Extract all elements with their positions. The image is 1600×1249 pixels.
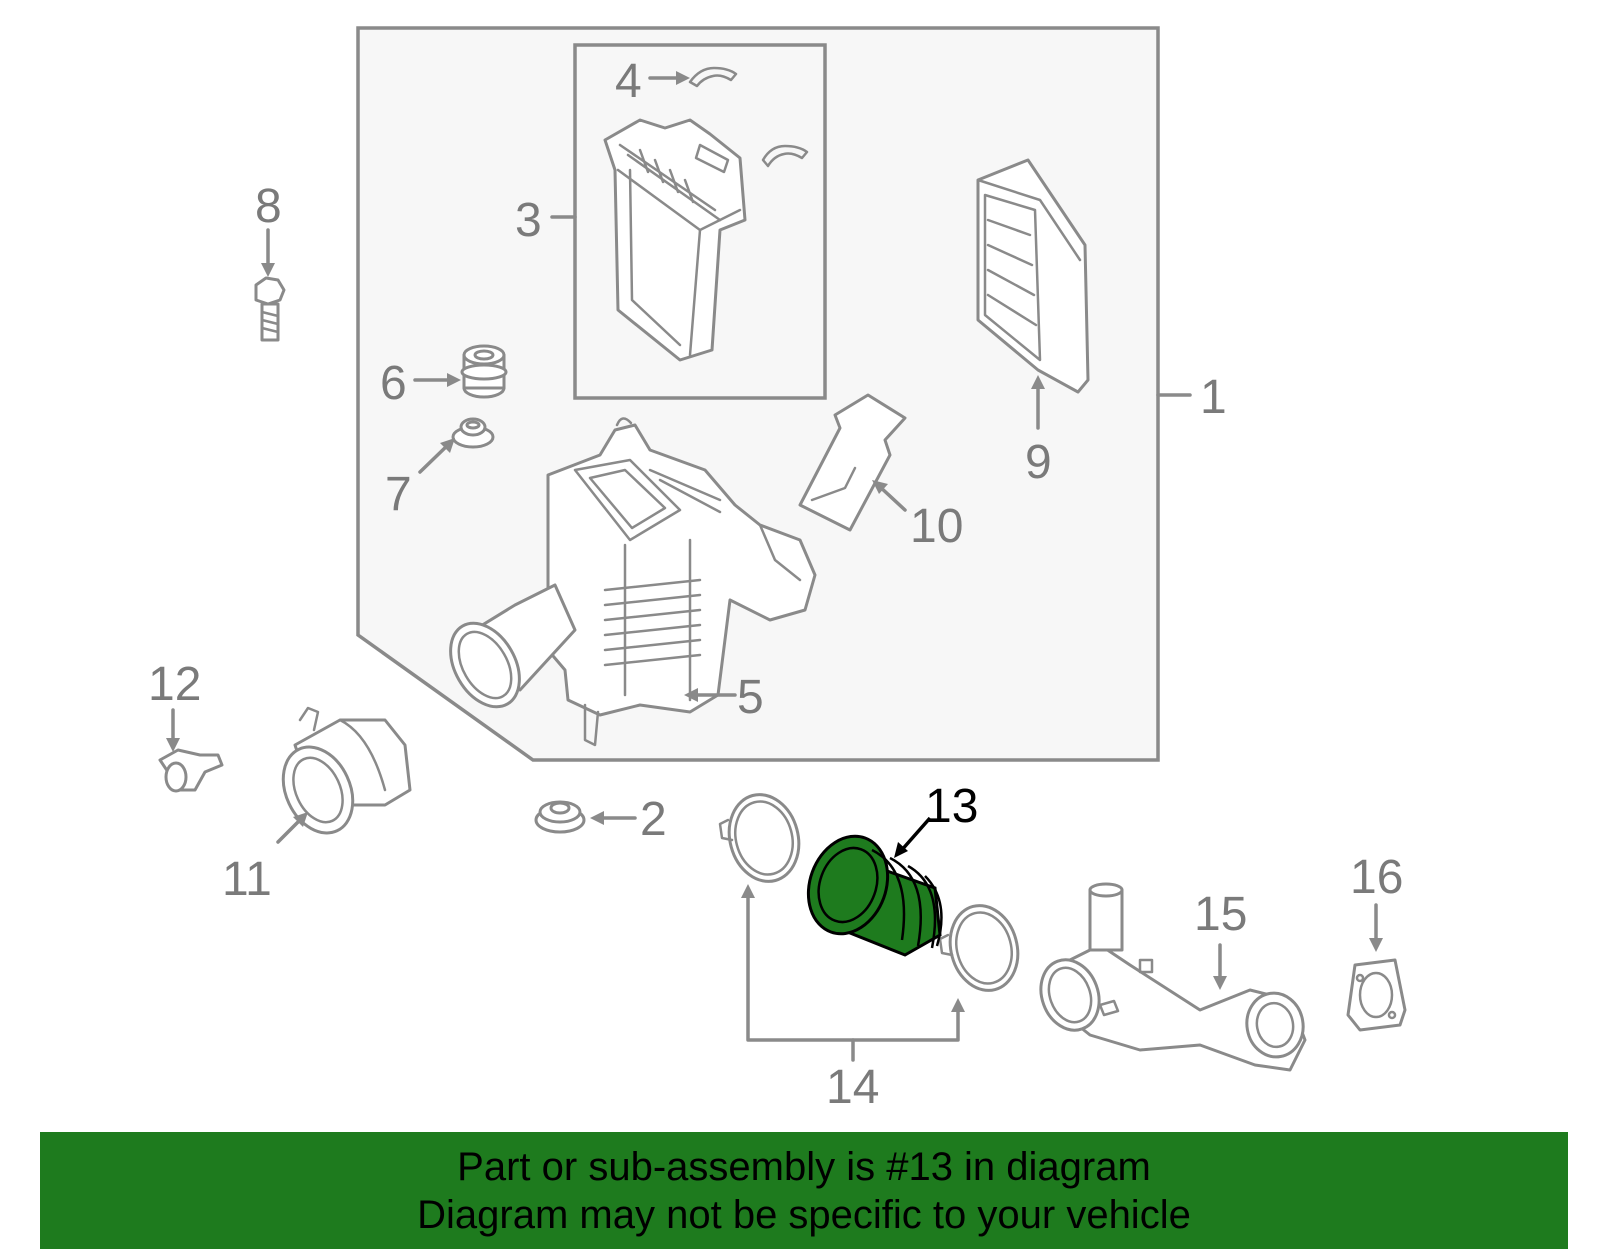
part-15-inlet-pipe: [1039, 882, 1307, 1072]
callout-6: 6: [380, 357, 407, 410]
callout-12: 12: [148, 658, 201, 711]
part-14-clamp-left: [718, 793, 801, 883]
callout-10: 10: [910, 500, 963, 553]
callout-7: 7: [385, 468, 412, 521]
part-5-air-box: [449, 417, 817, 747]
callout-16: 16: [1350, 851, 1403, 904]
part-7-grommet: [451, 417, 495, 449]
info-banner: Part or sub-assembly is #13 in diagram D…: [40, 1132, 1568, 1249]
callout-8: 8: [255, 180, 282, 233]
callout-9: 9: [1025, 436, 1052, 489]
callout-15: 15: [1194, 888, 1247, 941]
callout-2: 2: [640, 793, 667, 846]
part-4-clip: [688, 66, 809, 168]
part-6-grommet: [460, 344, 508, 399]
callout-14: 14: [826, 1061, 879, 1114]
part-12-clip: [158, 748, 224, 793]
part-2-grommet: [534, 800, 586, 834]
part-8-bolt: [254, 276, 286, 342]
part-14-clamp-right: [938, 904, 1020, 992]
part-11-maf-housing: [281, 706, 412, 835]
part-13-hose: [806, 834, 943, 957]
callout-3: 3: [515, 194, 542, 247]
callout-1: 1: [1200, 371, 1227, 424]
callout-5: 5: [737, 671, 764, 724]
banner-line-1: Part or sub-assembly is #13 in diagram: [457, 1144, 1151, 1189]
callout-4: 4: [615, 55, 642, 108]
part-10-bracket: [798, 393, 907, 532]
part-3-cover: [603, 118, 747, 362]
banner-line-2: Diagram may not be specific to your vehi…: [417, 1192, 1191, 1237]
part-16-gasket: [1346, 958, 1407, 1032]
part-9-air-filter: [976, 158, 1090, 394]
callout-13: 13: [925, 780, 978, 833]
callout-11: 11: [222, 853, 272, 906]
leader-lines: [166, 71, 1383, 1062]
